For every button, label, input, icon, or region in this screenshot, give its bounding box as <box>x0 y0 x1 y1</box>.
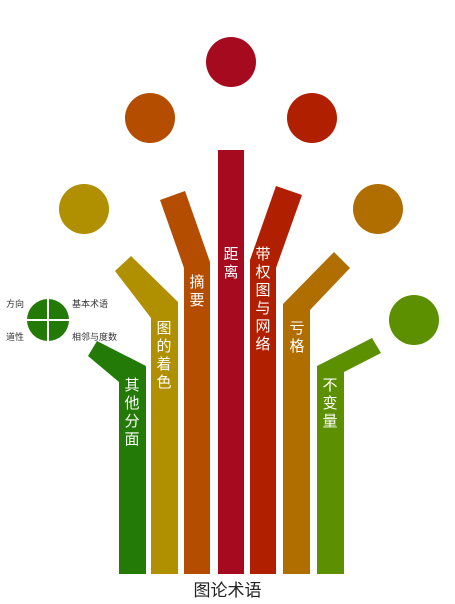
branch-bar-3 <box>218 150 244 574</box>
branch-label-4: 带权图与网络 <box>255 245 270 353</box>
legend-label-bottom-left: 道性 <box>6 333 25 343</box>
branch-bar-6 <box>317 338 381 574</box>
diagram-caption: 图论术语 <box>193 581 262 601</box>
branch-bar-0 <box>88 341 146 574</box>
branch-label-6: 不变量 <box>322 376 337 430</box>
branch-summary: 摘要 <box>125 93 210 574</box>
branch-circle-2 <box>125 93 175 143</box>
legend-quadrant-icon <box>27 299 69 341</box>
branch-other-facets: 其他分面 <box>88 341 146 574</box>
legend-label-bottom-right: 相邻与度数 <box>72 333 118 343</box>
branch-invariants: 不变量 <box>317 295 439 574</box>
branch-label-3: 距离 <box>223 245 238 281</box>
branch-circle-6 <box>389 295 439 345</box>
branch-graph-coloring: 图的着色 <box>59 184 178 574</box>
branch-label-0: 其他分面 <box>124 376 139 448</box>
branch-label-1: 图的着色 <box>156 319 171 391</box>
branch-bar-4 <box>250 186 302 574</box>
branch-bar-1 <box>115 256 178 574</box>
branch-weighted-graph-network: 带权图与网络 <box>250 93 337 574</box>
branch-bar-5 <box>283 252 350 574</box>
legend-label-top-right: 基本术语 <box>72 300 109 310</box>
branch-circle-5 <box>353 184 403 234</box>
branch-circle-3 <box>206 37 256 87</box>
branch-label-2: 摘要 <box>189 273 204 309</box>
branch-genus: 亏格 <box>283 184 403 574</box>
branch-bar-2 <box>160 191 210 574</box>
branch-label-5: 亏格 <box>289 319 304 355</box>
branch-circle-4 <box>287 93 337 143</box>
branch-distance: 距离 <box>206 37 256 574</box>
branch-circle-1 <box>59 184 109 234</box>
legend-label-top-left: 方向 <box>6 300 25 310</box>
